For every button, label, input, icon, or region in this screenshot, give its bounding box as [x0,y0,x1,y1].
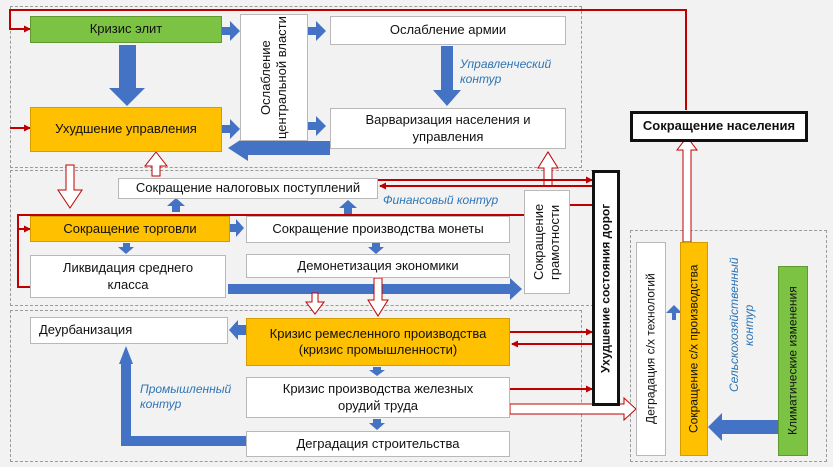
node-construction: Деградация строительства [246,431,510,457]
arrow-army-to-barbarization [433,46,461,106]
arrow-craft-to-deurbanization [229,320,246,340]
arrow-climate-to-agri [708,413,778,441]
arrow-elite-to-power [222,21,240,41]
industrial-contour-frame [10,310,582,462]
hollow-arrow-literacy-to-barbarization [537,151,559,187]
label-agricultural-contour: Сельскохозяйственный контур [727,257,756,393]
arrow-trade-to-coinage [230,219,244,237]
node-governance: Ухудшение управления [30,107,222,152]
node-craft-crisis: Кризис ремесленного производства (кризис… [246,318,510,366]
arrow-elite-to-governance [109,45,145,106]
node-iron-tools: Кризис производства железных орудий труд… [246,377,510,418]
node-central-power: Ослабление центральной власти [240,14,308,141]
arrow-power-to-army [308,21,326,41]
red-line-population-to-elite [9,9,687,110]
arrow-coinage-to-tax [339,200,357,214]
node-climate: Климатические изменения [778,266,808,456]
node-elite-crisis: Кризис элит [30,16,222,43]
node-agri-tech: Деградация с/х технологий [636,242,666,456]
arrow-construction-to-deurbanization [119,346,247,446]
arrow-power-to-barbarization [308,116,326,136]
arrow-craft-to-iron-tools [369,367,385,376]
management-contour-frame [10,6,582,168]
node-agri-production: Сокращение с/х производства [680,242,708,456]
node-literacy: Сокращение грамотности [524,190,570,294]
arrow-iron-tools-to-construction [369,419,385,430]
arrow-agri-to-tech [666,305,682,320]
label-industrial-contour: Промышленный контур [140,382,232,411]
node-tax: Сокращение налоговых поступлений [118,178,378,199]
arrow-trade-to-tax [167,198,185,212]
node-population: Сокращение населения [630,111,808,142]
node-middle-class: Ликвидация среднего класса [30,255,226,298]
arrow-coinage-to-demonetization [368,243,384,254]
node-barbarization: Варваризация населения и управления [330,108,566,149]
label-financial-contour: Финансовый контур [383,193,499,207]
arrow-trade-to-middle-class [118,243,134,254]
arrow-governance-to-power [222,119,240,139]
hollow-arrow-governance-to-trade [57,164,83,209]
hollow-arrow-tax-to-governance [143,151,169,177]
hollow-arrow-iron-tools-to-agri [509,396,637,422]
node-demonetization: Демонетизация экономики [246,254,510,278]
hollow-arrow-coinage-to-craft [367,277,389,317]
node-deurbanization: Деурбанизация [30,317,228,344]
arrow-barbarization-to-governance [228,135,330,161]
hollow-arrow-agri-to-population [675,136,699,243]
hollow-arrow-demonetization-to-craft [305,292,325,315]
node-trade: Сокращение торговли [30,216,230,242]
node-roads: Ухудшение состояния дорог [592,170,620,406]
red-line-roads-to-trade [17,204,592,288]
node-coinage: Сокращение производства монеты [246,216,510,243]
agricultural-contour-frame [630,230,827,462]
node-army: Ослабление армии [330,16,566,45]
label-management-contour: Управленческий контур [460,57,552,86]
